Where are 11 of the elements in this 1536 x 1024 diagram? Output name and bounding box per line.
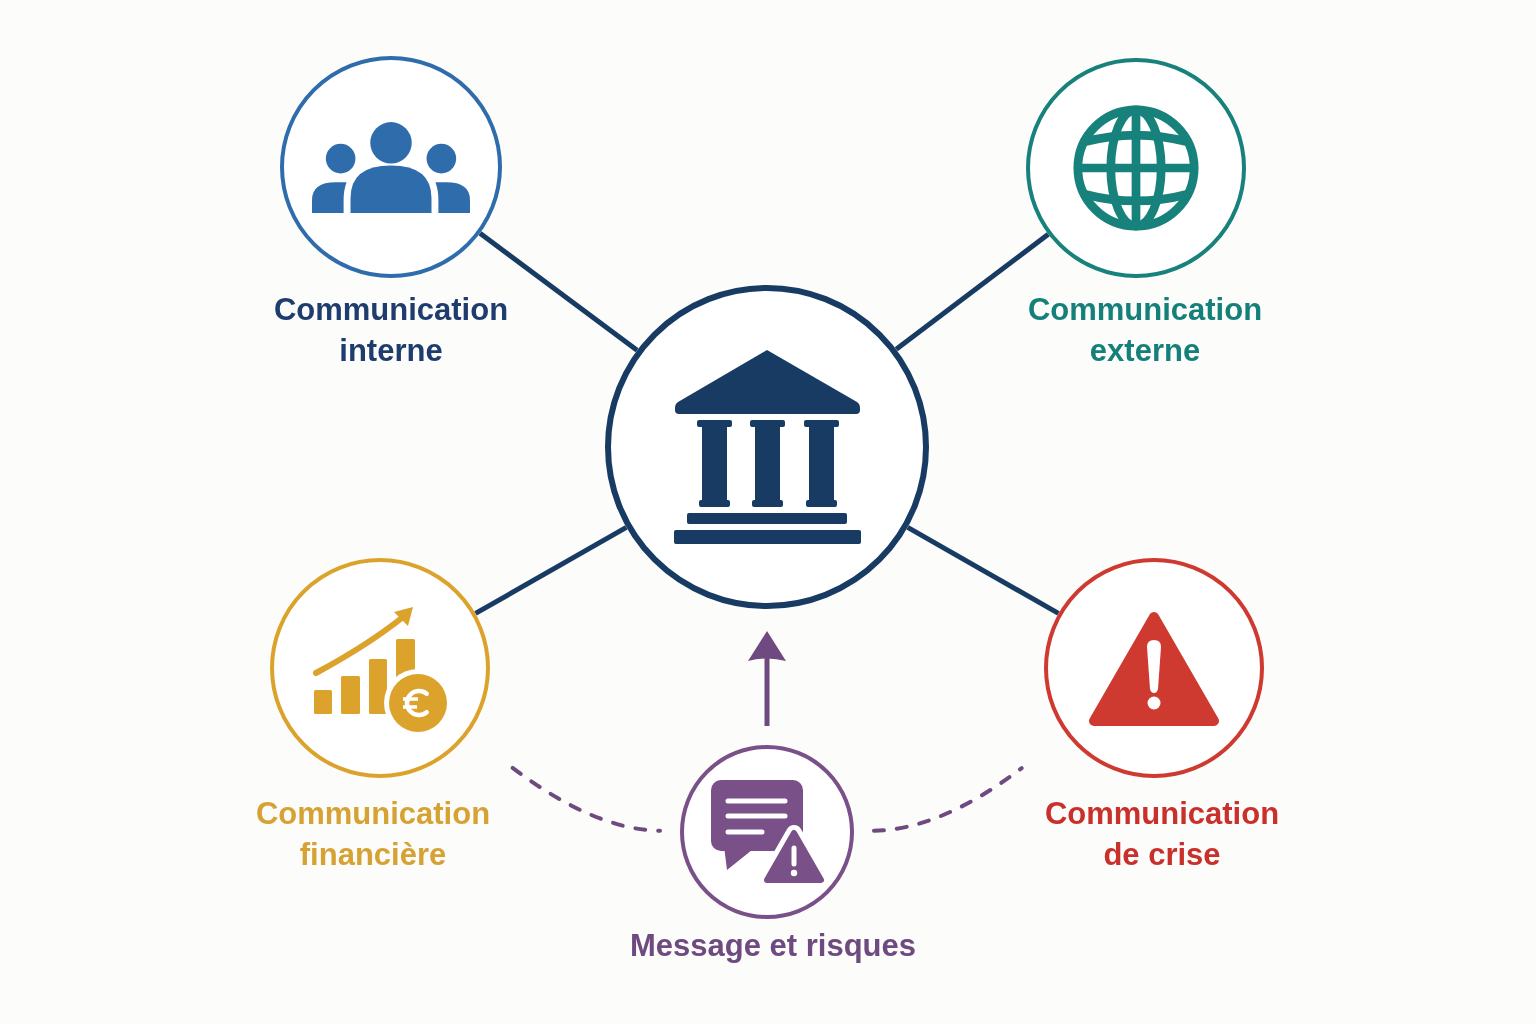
- connector-line: [474, 525, 628, 616]
- connector-line: [906, 525, 1060, 616]
- dashed-connector: [872, 766, 1024, 833]
- node-label: Communication interne: [272, 291, 510, 370]
- node-label: Message et risques: [630, 927, 916, 965]
- connector-line: [478, 231, 639, 353]
- node-label: Communication financière: [254, 795, 492, 874]
- node-label: Communication de crise: [1043, 795, 1281, 874]
- dashed-connector: [510, 765, 662, 833]
- connector-line: [894, 232, 1050, 352]
- node-label: Communication externe: [1026, 291, 1264, 370]
